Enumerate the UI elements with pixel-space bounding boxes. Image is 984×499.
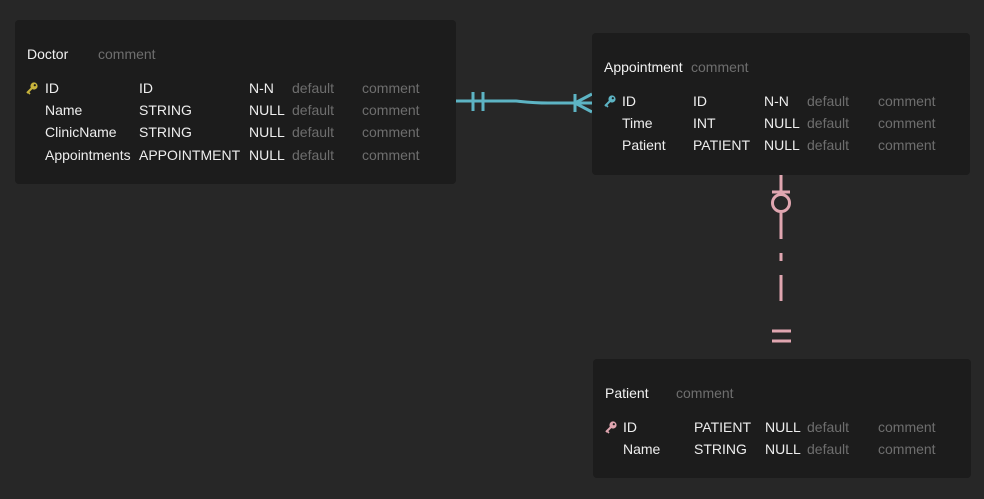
table-appointment[interactable]: Appointment comment ID ID N-N default co… bbox=[592, 33, 970, 175]
column-name[interactable]: Patient bbox=[622, 137, 666, 153]
column-type[interactable]: ID bbox=[693, 93, 707, 109]
table-row[interactable]: ID ID N-N default comment bbox=[592, 92, 970, 110]
column-default[interactable]: default bbox=[807, 115, 850, 131]
column-name[interactable]: Appointments bbox=[45, 147, 131, 163]
key-icon bbox=[26, 82, 38, 95]
column-default[interactable]: default bbox=[292, 102, 335, 118]
column-comment[interactable]: comment bbox=[362, 124, 420, 140]
relation-appointment-patient[interactable] bbox=[771, 175, 791, 359]
column-comment[interactable]: comment bbox=[878, 137, 936, 153]
column-name[interactable]: ClinicName bbox=[45, 124, 117, 140]
column-type[interactable]: STRING bbox=[139, 102, 192, 118]
column-name[interactable]: Time bbox=[622, 115, 653, 131]
column-null[interactable]: NULL bbox=[249, 102, 285, 118]
table-header[interactable]: Patient comment bbox=[605, 385, 734, 401]
column-null[interactable]: N-N bbox=[249, 80, 274, 96]
table-row[interactable]: ID ID N-N default comment bbox=[15, 79, 456, 97]
column-type[interactable]: PATIENT bbox=[694, 419, 752, 435]
column-name[interactable]: ID bbox=[45, 80, 59, 96]
column-comment[interactable]: comment bbox=[362, 80, 420, 96]
column-default[interactable]: default bbox=[807, 137, 850, 153]
table-row[interactable]: Name STRING NULL default comment bbox=[15, 101, 456, 119]
table-comment[interactable]: comment bbox=[691, 59, 749, 75]
column-null[interactable]: NULL bbox=[765, 441, 801, 457]
table-header[interactable]: Appointment comment bbox=[604, 59, 749, 75]
column-type[interactable]: STRING bbox=[694, 441, 747, 457]
column-null[interactable]: NULL bbox=[765, 419, 801, 435]
table-row[interactable]: ID PATIENT NULL default comment bbox=[593, 418, 971, 436]
column-name[interactable]: Name bbox=[45, 102, 83, 118]
table-header[interactable]: Doctor comment bbox=[27, 46, 156, 62]
crowfoot-upper bbox=[574, 92, 593, 105]
column-null[interactable]: NULL bbox=[249, 147, 285, 163]
column-null[interactable]: NULL bbox=[764, 115, 800, 131]
table-name[interactable]: Appointment bbox=[604, 59, 683, 75]
column-type[interactable]: STRING bbox=[139, 124, 192, 140]
column-comment[interactable]: comment bbox=[878, 115, 936, 131]
table-row[interactable]: Patient PATIENT NULL default comment bbox=[592, 136, 970, 154]
table-name[interactable]: Doctor bbox=[27, 46, 69, 62]
column-default[interactable]: default bbox=[292, 80, 335, 96]
column-type[interactable]: INT bbox=[693, 115, 716, 131]
relation-doctor-appointment[interactable] bbox=[456, 92, 593, 114]
column-comment[interactable]: comment bbox=[362, 147, 420, 163]
column-comment[interactable]: comment bbox=[878, 419, 936, 435]
column-name[interactable]: Name bbox=[623, 441, 661, 457]
table-name[interactable]: Patient bbox=[605, 385, 649, 401]
table-row[interactable]: ClinicName STRING NULL default comment bbox=[15, 123, 456, 141]
column-name[interactable]: ID bbox=[623, 419, 637, 435]
table-comment[interactable]: comment bbox=[98, 46, 156, 62]
column-type[interactable]: PATIENT bbox=[693, 137, 751, 153]
column-comment[interactable]: comment bbox=[878, 441, 936, 457]
column-type[interactable]: APPOINTMENT bbox=[139, 147, 241, 163]
crowfoot-lower bbox=[574, 101, 593, 114]
column-null[interactable]: NULL bbox=[764, 137, 800, 153]
column-default[interactable]: default bbox=[807, 441, 850, 457]
column-type[interactable]: ID bbox=[139, 80, 153, 96]
table-comment[interactable]: comment bbox=[676, 385, 734, 401]
key-icon bbox=[605, 421, 617, 434]
zero-circle bbox=[771, 193, 791, 213]
key-icon bbox=[604, 95, 616, 108]
table-row[interactable]: Name STRING NULL default comment bbox=[593, 440, 971, 458]
column-null[interactable]: N-N bbox=[764, 93, 789, 109]
column-default[interactable]: default bbox=[292, 147, 335, 163]
relation-line[interactable] bbox=[456, 99, 592, 105]
table-row[interactable]: Appointments APPOINTMENT NULL default co… bbox=[15, 146, 456, 164]
table-patient[interactable]: Patient comment ID PATIENT NULL default … bbox=[593, 359, 971, 478]
column-default[interactable]: default bbox=[292, 124, 335, 140]
column-null[interactable]: NULL bbox=[249, 124, 285, 140]
column-comment[interactable]: comment bbox=[878, 93, 936, 109]
column-default[interactable]: default bbox=[807, 419, 850, 435]
table-doctor[interactable]: Doctor comment ID ID N-N default comment… bbox=[15, 20, 456, 184]
column-name[interactable]: ID bbox=[622, 93, 636, 109]
table-row[interactable]: Time INT NULL default comment bbox=[592, 114, 970, 132]
column-default[interactable]: default bbox=[807, 93, 850, 109]
column-comment[interactable]: comment bbox=[362, 102, 420, 118]
